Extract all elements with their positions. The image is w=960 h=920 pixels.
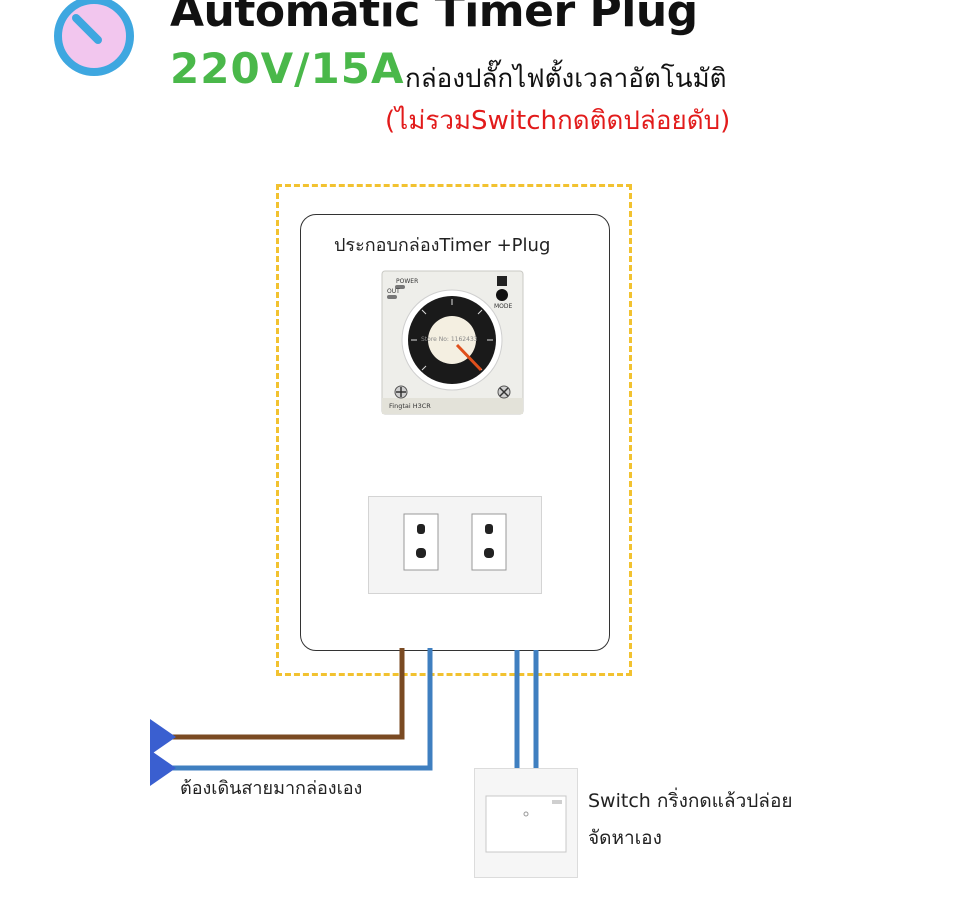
- power-label: POWER: [396, 278, 418, 285]
- store-watermark: Store No: 1162433: [421, 336, 478, 343]
- outlet-right[interactable]: [471, 513, 507, 571]
- switch-label-line1: Switch กริ่งกดแล้วปล่อย: [588, 790, 793, 812]
- switch-button[interactable]: [485, 795, 567, 853]
- mode-window: [497, 276, 507, 286]
- arrow-brown-icon: [150, 719, 176, 755]
- outlet-left[interactable]: [403, 513, 439, 571]
- switch-label-line2: จัดหาเอง: [588, 827, 662, 849]
- wire-brown: [168, 648, 405, 740]
- mode-label: MODE: [494, 303, 513, 310]
- product-description: กล่องปลั๊กไฟตั้งเวลาอัตโนมัติ: [405, 64, 727, 94]
- arrow-blue-icon: [150, 750, 176, 786]
- mode-knob[interactable]: [496, 289, 508, 301]
- wire-label: ต้องเดินสายมากล่องเอง: [180, 778, 363, 799]
- brand-label: Fingtai H3CR: [389, 402, 431, 410]
- timer-logo-icon: [54, 0, 134, 76]
- wire-blue: [168, 648, 433, 771]
- power-led: [395, 285, 405, 289]
- voltage-rating: 220V/15A: [170, 44, 405, 93]
- screw-right-icon: [499, 387, 509, 397]
- push-switch: [474, 768, 578, 878]
- box-label: ประกอบกล่องTimer +Plug: [334, 235, 551, 256]
- page-title: Automatic Timer Plug: [170, 0, 698, 37]
- out-label: OUT: [387, 288, 400, 295]
- exclusion-note: (ไม่รวมSwitchกดติดปล่อยดับ): [385, 106, 731, 136]
- dial-pointer: [455, 343, 483, 372]
- assembly-boundary: [276, 184, 632, 676]
- screw-left-icon: [396, 387, 406, 397]
- out-led: [387, 295, 397, 299]
- timer-relay: POWER OUT MODE Store No: 1162433 Fingtai…: [381, 270, 524, 415]
- power-socket: [368, 496, 542, 594]
